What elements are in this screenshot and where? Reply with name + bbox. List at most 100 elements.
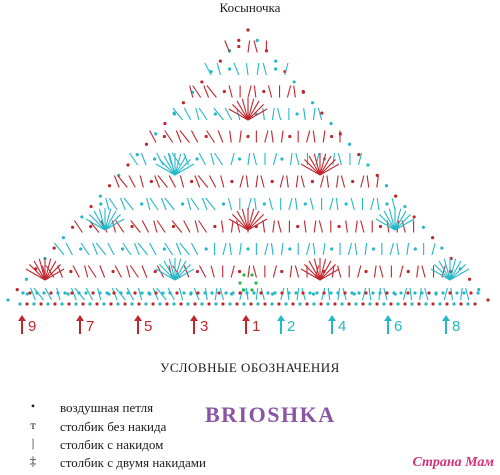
foundation-chain-dot [21, 291, 25, 295]
dc-stitch [128, 175, 136, 188]
dc-stitch [230, 265, 235, 278]
dc-stitch [210, 152, 215, 166]
dc-stitch [179, 175, 185, 188]
foundation-chain-dot [438, 302, 442, 306]
fan-stitch [155, 163, 176, 176]
chain-stitch-dot [270, 179, 274, 184]
chain-stitch-dot [69, 269, 73, 274]
dc-stitch [336, 175, 339, 188]
fan-stitch [313, 258, 321, 281]
chain-stitch-dot [66, 292, 70, 296]
chain-stitch-dot [351, 179, 355, 184]
foundation-chain-dot [182, 291, 186, 295]
edge-dot [200, 80, 204, 84]
fan-stitch [104, 210, 117, 231]
dc-stitch [204, 62, 212, 76]
dc-stitch [179, 242, 190, 256]
row-1-arrow [242, 315, 250, 334]
fan-stitch [394, 208, 402, 231]
fan-stitch [375, 218, 396, 231]
dc-stitch [224, 107, 233, 121]
dc-stitch [140, 152, 147, 166]
foundation-chain-dot [392, 291, 396, 295]
starting-ring-dot [254, 281, 258, 285]
chain-stitch-dot [140, 202, 144, 206]
dc-stitch [198, 152, 207, 166]
dc-stitch [129, 265, 139, 278]
fan-stitch [438, 260, 451, 281]
dc-stitch [303, 220, 307, 233]
foundation-chain-dot [396, 302, 400, 306]
dc-stitch [364, 242, 368, 256]
dc-stitch [92, 242, 98, 256]
edge-dot [71, 225, 75, 229]
dc-stitch [167, 152, 173, 166]
dc-stitch [379, 265, 384, 278]
row-1-label: 1 [252, 318, 261, 335]
dc-stitch [217, 130, 224, 143]
dc-stitch [406, 242, 410, 256]
foundation-chain-dot [252, 291, 256, 295]
dc-stitch [340, 175, 346, 188]
single-crochet-symbol: т [30, 418, 36, 432]
edge-dot [440, 246, 444, 250]
dc-stitch [350, 197, 355, 211]
dc-stitch [295, 152, 300, 166]
chain-stitch-dot [295, 112, 299, 116]
edge-dot [126, 163, 130, 167]
chain-stitch-dot [270, 292, 275, 296]
dc-stitch [156, 152, 164, 166]
dc-stitch [114, 265, 122, 278]
chain-stitch-dot [246, 134, 250, 139]
legend-title: УСЛОВНЫЕ ОБОЗНАЧЕНИЯ [160, 360, 340, 375]
dc-stitch [271, 107, 275, 121]
double-crochet-symbol: | [31, 435, 35, 450]
foundation-chain-dot [249, 302, 253, 306]
dc-stitch [294, 197, 298, 211]
legend-label-sc: столбик без накида [60, 419, 167, 434]
dc-stitch [270, 242, 274, 256]
chain-stitch-dot [413, 247, 417, 251]
fan-stitch [44, 258, 52, 281]
dc-stitch [262, 62, 267, 76]
foundation-chain-dot [280, 291, 284, 295]
edge-dot [366, 163, 370, 167]
foundation-chain-dot [424, 302, 428, 306]
foundation-chain-dot [74, 302, 78, 306]
crochet-chart [6, 28, 490, 306]
chain-stitch-dot [310, 179, 314, 184]
foundation-chain-dot [35, 291, 39, 295]
dc-stitch [262, 107, 265, 121]
foundation-chain-dot [32, 302, 36, 306]
fan-stitch [430, 268, 451, 281]
dc-stitch [253, 85, 257, 98]
foundation-chain-dot [18, 302, 22, 306]
edge-dot [6, 298, 10, 302]
foundation-chain-dot [221, 302, 225, 306]
fan-stitch [104, 218, 125, 231]
fan-stitch [308, 260, 321, 281]
foundation-chain-dot [231, 291, 235, 295]
edge-dot [52, 246, 56, 250]
legend-label-chain: воздушная петля [60, 400, 154, 415]
starting-ring-dot [238, 281, 242, 285]
edge-dot [394, 194, 398, 198]
foundation-chain-dot [305, 302, 309, 306]
dc-stitch [366, 175, 370, 188]
dc-stitch [256, 62, 260, 76]
fan-stitch [104, 214, 121, 231]
foundation-chain-dot [315, 291, 319, 295]
dc-stitch [87, 265, 97, 278]
chain-stitch-dot [120, 247, 125, 251]
dc-stitch [416, 265, 419, 278]
foundation-chain-dot [116, 302, 120, 306]
foundation-chain-dot [49, 291, 53, 295]
dc-stitch [178, 287, 184, 301]
dc-stitch [73, 220, 83, 233]
fan-stitch [247, 218, 268, 231]
chain-stitch-dot [79, 247, 83, 251]
foundation-chain-dot [245, 291, 249, 295]
dc-stitch [233, 62, 240, 76]
dc-stitch [117, 175, 128, 188]
dc-stitch [126, 265, 131, 278]
